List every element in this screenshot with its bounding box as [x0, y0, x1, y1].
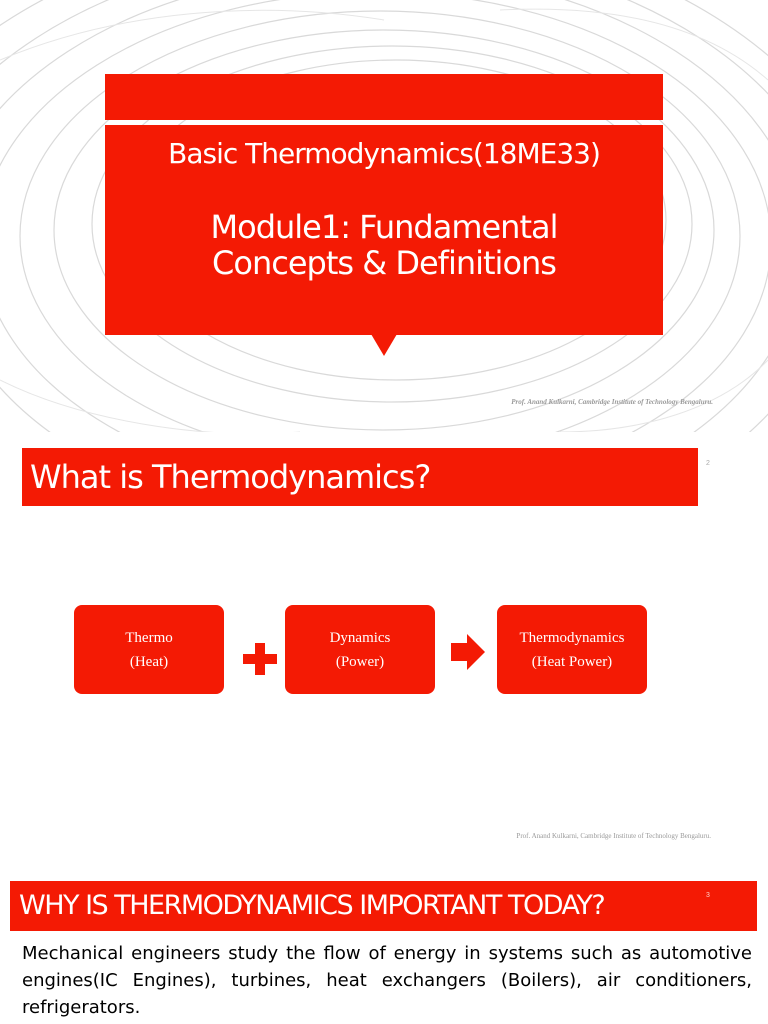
title-box: Basic Thermodynamics(18ME33) Module1: Fu… [105, 125, 663, 335]
thermodynamics-box: Thermodynamics (Heat Power) [497, 605, 647, 694]
thermodynamics-box-line2: (Heat Power) [531, 653, 613, 670]
slide2-number: 2 [706, 460, 710, 467]
thermo-box: Thermo (Heat) [74, 605, 224, 694]
what-is-thermodynamics-slide: What is Thermodynamics? 2 Thermo (Heat) … [0, 432, 768, 864]
module-title-line2: Concepts & Definitions [212, 244, 557, 282]
slide2-heading: What is Thermodynamics? [22, 448, 698, 506]
title-top-band [105, 74, 663, 120]
title-slide: Basic Thermodynamics(18ME33) Module1: Fu… [0, 0, 768, 432]
thermo-box-line1: Thermo [125, 629, 173, 646]
slide3-number: 3 [706, 892, 710, 899]
plus-icon [243, 643, 277, 675]
slide1-footer: Prof. Anand Kulkarni, Cambridge Institut… [511, 398, 713, 406]
module-title: Module1: Fundamental Concepts & Definiti… [105, 209, 663, 281]
module-title-line1: Module1: Fundamental [210, 208, 559, 246]
slide2-footer: Prof. Anand Kulkarni, Cambridge Institut… [516, 832, 711, 840]
dynamics-box-line1: Dynamics [329, 629, 391, 646]
why-important-slide: WHY IS THERMODYNAMICS IMPORTANT TODAY? 3… [0, 864, 768, 1024]
swirl-background [0, 0, 768, 432]
right-arrow-icon [451, 634, 485, 670]
course-title: Basic Thermodynamics(18ME33) [168, 137, 601, 170]
dynamics-box: Dynamics (Power) [285, 605, 435, 694]
slide3-body-text: Mechanical engineers study the flow of e… [22, 943, 752, 1018]
callout-pointer [371, 334, 397, 356]
slide3-heading: WHY IS THERMODYNAMICS IMPORTANT TODAY? [10, 881, 757, 931]
thermo-box-line2: (Heat) [129, 653, 169, 670]
dynamics-box-line2: (Power) [335, 653, 385, 670]
thermodynamics-box-line1: Thermodynamics [519, 629, 625, 646]
